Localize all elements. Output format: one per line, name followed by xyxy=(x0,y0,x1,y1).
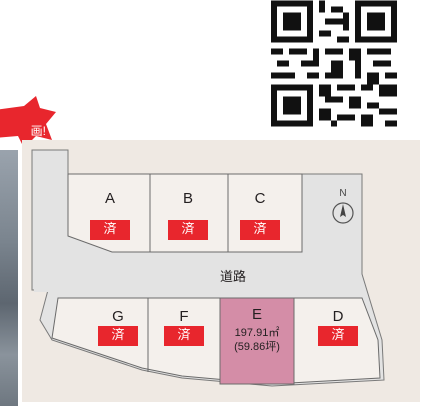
lot-e-area-tsubo: (59.86坪) xyxy=(234,341,280,353)
lot-d-label: D xyxy=(332,308,344,325)
lot-a-sold-badge: 済 xyxy=(90,220,130,240)
lot-c-sold-badge: 済 xyxy=(240,220,280,240)
lot-e-label[interactable]: E xyxy=(251,306,262,323)
lot-row-upper xyxy=(67,173,303,253)
promo-burst-badge xyxy=(0,96,56,148)
lot-map: N 道路 A 済 B 済 C 済 G 済 F 済 E 197.91㎡ (59.8… xyxy=(22,140,420,402)
lot-f-sold-badge: 済 xyxy=(164,326,204,346)
house-photo xyxy=(0,150,18,406)
road-label: 道路 xyxy=(220,270,247,285)
lot-a-label: A xyxy=(104,190,115,207)
lot-g-sold-badge: 済 xyxy=(98,326,138,346)
lot-g-label: G xyxy=(112,308,124,325)
lot-e-area-m2: 197.91㎡ xyxy=(234,327,280,339)
lot-b-sold-badge: 済 xyxy=(168,220,208,240)
road xyxy=(34,258,360,292)
lot-c-label: C xyxy=(254,190,266,207)
lot-d-sold-badge: 済 xyxy=(318,326,358,346)
lot-f-label: F xyxy=(179,308,189,325)
north-compass-icon: N xyxy=(330,188,356,228)
promo-badge-text: 画! xyxy=(30,124,46,138)
qr-code-icon[interactable] xyxy=(271,0,397,127)
lot-b-label: B xyxy=(182,190,193,207)
compass-north-letter: N xyxy=(339,188,347,199)
